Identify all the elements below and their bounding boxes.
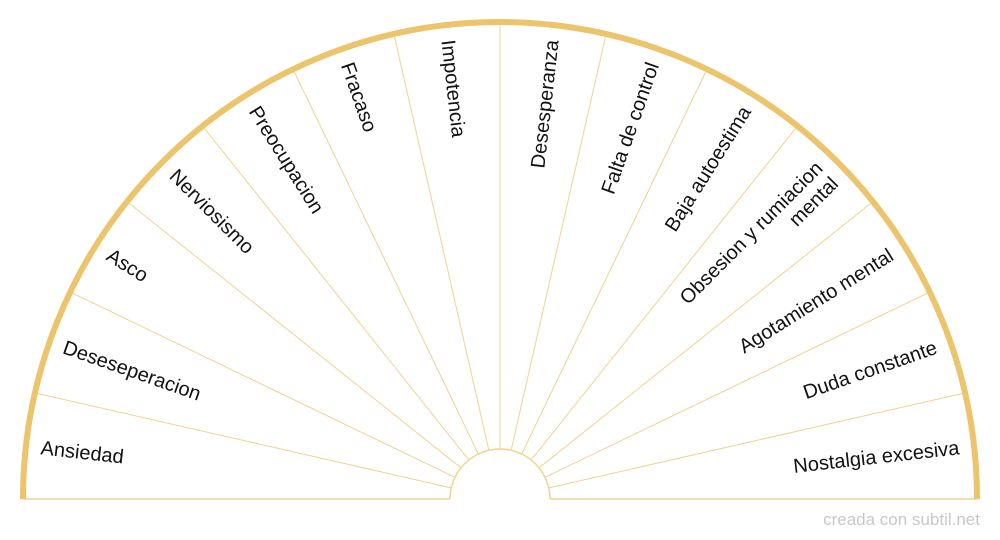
segment-label: Deseseperacion [60, 337, 204, 406]
segment-label: Nostalgia excesiva [792, 437, 961, 478]
outer-arc [20, 19, 980, 500]
segment-label-line: Ansiedad [40, 437, 125, 468]
segment-divider [34, 392, 452, 489]
segment-divider [393, 33, 490, 451]
segment-divider [538, 201, 874, 469]
segment-label: Fracaso [336, 60, 381, 135]
segment-label: Agotamiento mental [735, 245, 897, 358]
segment-label-line: Baja autoestima [661, 102, 756, 236]
segment-label-line: Fracaso [336, 60, 381, 135]
segment-label-line: Falta de control [598, 60, 664, 197]
segment-divider [530, 125, 798, 461]
segment-label: Preocupacion [244, 102, 328, 217]
segment-label: Asco [102, 245, 151, 287]
segment-label: Falta de control [598, 60, 664, 197]
segment-label-line: Nostalgia excesiva [792, 437, 961, 478]
segment-label: Impotencia [436, 39, 469, 140]
segment-divider [126, 201, 462, 469]
segment-label-line: Desesperanza [527, 38, 563, 169]
segment-label: Desesperanza [527, 38, 563, 169]
segment-label-line: Agotamiento mental [735, 245, 897, 358]
segment-label-line: Deseseperacion [60, 337, 204, 406]
segment-divider [548, 392, 966, 489]
segment-label: Baja autoestima [661, 102, 756, 236]
segment-label-line: Preocupacion [244, 102, 328, 217]
segment-divider [544, 291, 930, 478]
segment-label-line: Impotencia [436, 39, 469, 140]
segment-divider [510, 33, 607, 451]
inner-arc [449, 448, 551, 500]
segment-divider [521, 69, 708, 455]
segment-divider [70, 291, 456, 478]
segment-label: Nerviosismo [165, 165, 258, 258]
watermark: creada con subtil.net [823, 510, 980, 529]
segment-label: Duda constante [801, 337, 941, 404]
segment-label: Ansiedad [40, 437, 125, 468]
segment-divider [292, 69, 479, 455]
segment-label-line: Asco [102, 245, 151, 287]
segment-label-line: Duda constante [801, 337, 941, 404]
segment-label-line: Nerviosismo [165, 165, 258, 258]
segment-divider [202, 125, 470, 461]
